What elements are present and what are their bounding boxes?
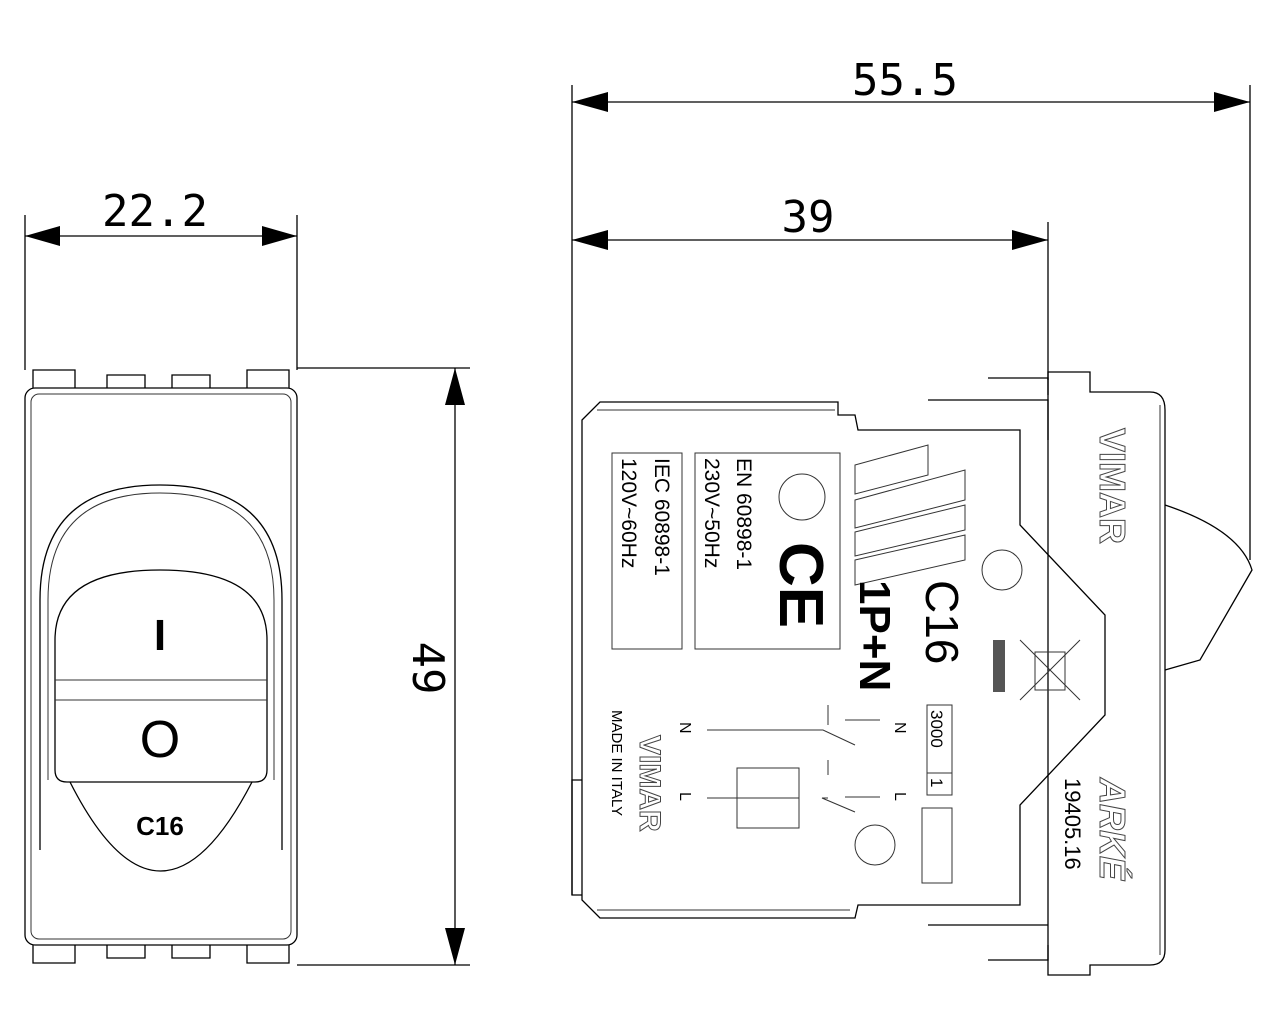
dimension-width-front: 22.2 <box>24 186 298 370</box>
brand-vimar-plate: VIMAR <box>1092 428 1133 544</box>
off-symbol: O <box>140 711 180 769</box>
made-in-italy: MADE IN ITALY <box>608 710 625 816</box>
ce-mark: CE <box>766 542 835 628</box>
total-depth-label: 55.5 <box>852 55 958 106</box>
hatch-mark <box>993 640 1005 692</box>
imq-mark-icon <box>778 473 826 521</box>
voltage-120: 120V~60Hz <box>617 458 640 568</box>
dimension-height: 49 <box>297 367 470 966</box>
breaking-capacity: 3000 <box>927 710 946 748</box>
series-name: ARKÉ <box>1092 777 1133 881</box>
energy-class: 1 <box>927 778 946 787</box>
voltage-230: 230V~50Hz <box>700 458 723 568</box>
front-view: I O C16 <box>24 369 298 964</box>
screw-hole <box>981 549 1023 591</box>
side-rating: C16 <box>916 580 968 664</box>
iec-standard: IEC 60898-1 <box>650 458 673 576</box>
on-symbol: I <box>154 611 166 660</box>
brand-vimar-body: VIMAR <box>633 735 666 832</box>
en-standard: EN 60898-1 <box>732 458 755 570</box>
height-label: 49 <box>402 642 453 695</box>
neutral-out: N <box>891 722 908 734</box>
neutral-in: N <box>676 722 693 734</box>
vent-slots <box>854 444 966 586</box>
dimension-total-depth: 55.5 <box>571 55 1251 895</box>
product-code: 19405.16 <box>1060 778 1085 870</box>
line-in: L <box>676 792 693 801</box>
weee-bin-icon <box>1019 639 1081 701</box>
line-out: L <box>891 792 908 801</box>
front-rating: C16 <box>136 811 184 841</box>
wiring-diagram: N L N L <box>676 705 908 829</box>
screw-hole <box>854 824 896 866</box>
width-front-label: 22.2 <box>102 186 208 237</box>
side-view: IEC 60898-1 120V~60Hz EN 60898-1 230V~50… <box>571 371 1253 976</box>
poles-label: 1P+N <box>850 580 899 691</box>
dimension-body-depth: 39 <box>572 192 1049 380</box>
body-depth-label: 39 <box>782 192 835 243</box>
